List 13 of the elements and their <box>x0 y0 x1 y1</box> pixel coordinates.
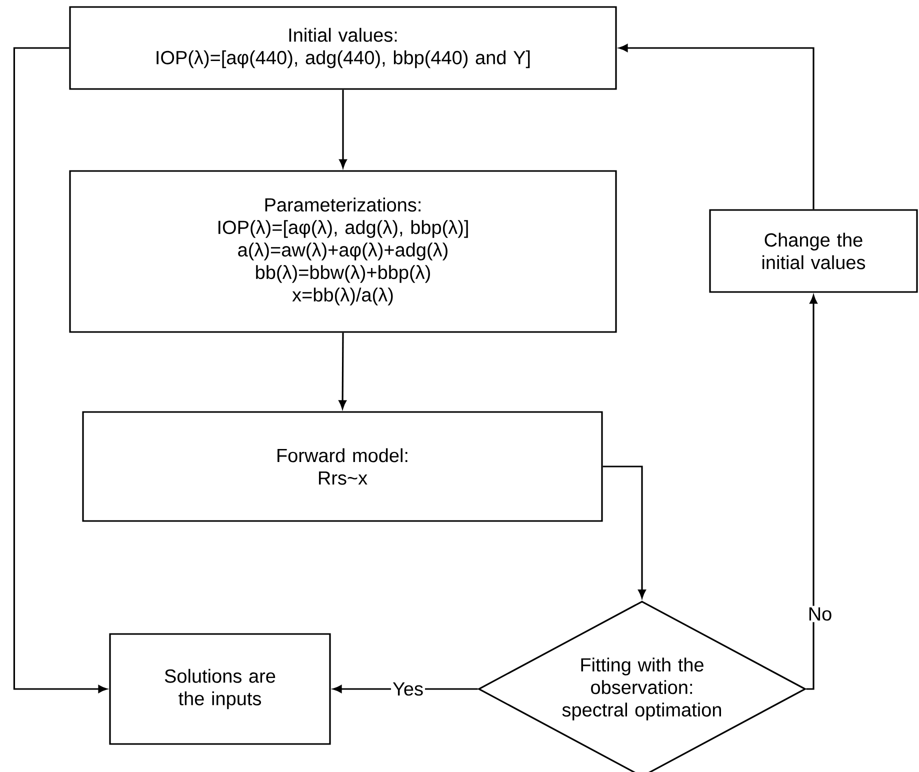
arrow <box>13 47 107 693</box>
process-box: Change the initial values <box>709 209 918 293</box>
arrow <box>806 295 818 690</box>
arrow <box>339 90 347 168</box>
edge-label: Yes <box>391 680 425 698</box>
process-box: Forward model: Rrs~x <box>82 411 603 522</box>
arrow <box>619 44 814 210</box>
process-box: Solutions are the inputs <box>109 633 331 745</box>
arrow <box>602 466 646 598</box>
process-box: Initial values: IOP(λ)=[aφ(440), adg(440), bbp(440) and Y] <box>69 6 617 90</box>
process-box: Parameterizations: IOP(λ)=[aφ(λ), adg(λ), bbp(λ)] a(λ)=aw(λ)+aφ(λ)+adg(λ) bb(λ)=bbw(λ)+bbp(λ) x=bb(λ)/a(λ) <box>69 170 617 333</box>
arrow <box>338 332 346 409</box>
edge-label: No <box>806 606 834 622</box>
